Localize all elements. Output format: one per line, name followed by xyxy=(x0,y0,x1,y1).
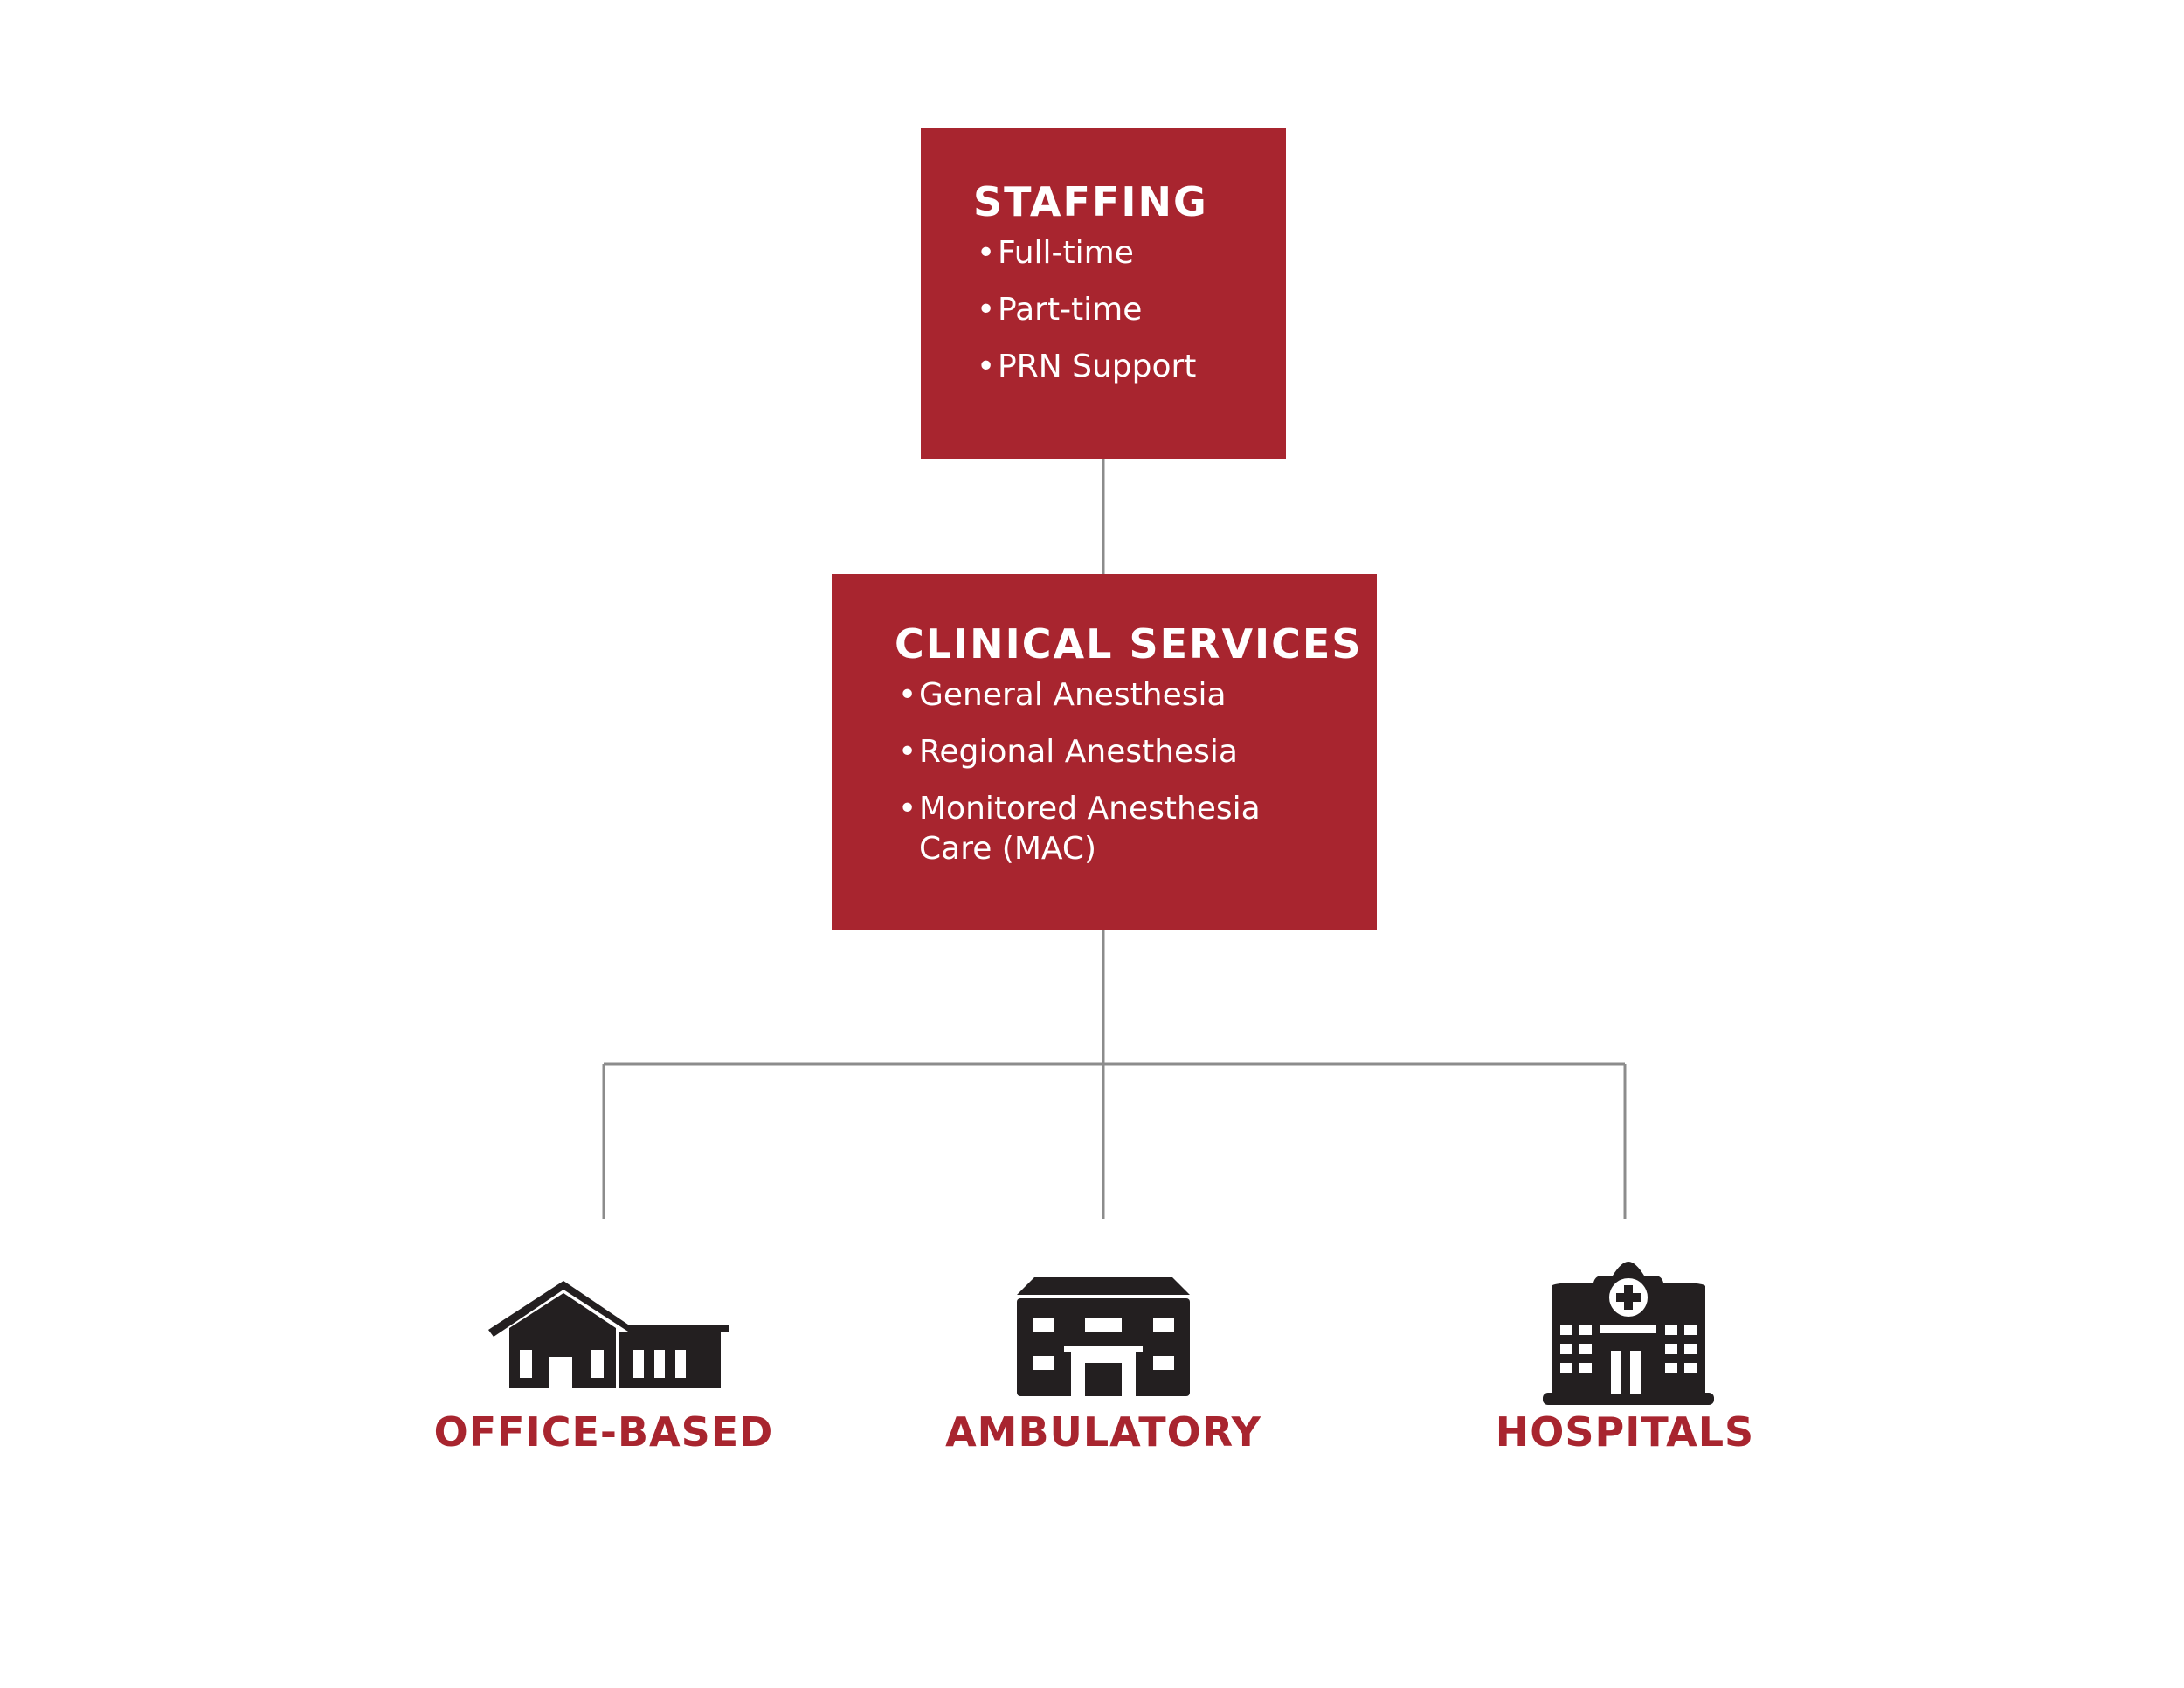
bullet-icon: • xyxy=(898,791,917,827)
staffing-item-label: PRN Support xyxy=(998,349,1197,384)
clinical-services-box: CLINICAL SERVICES •General Anesthesia •R… xyxy=(832,574,1377,930)
clinical-item-label: Monitored Anesthesia Care (MAC) xyxy=(919,791,1261,867)
staffing-item-label: Part-time xyxy=(998,292,1143,328)
clinical-services-title: CLINICAL SERVICES xyxy=(895,620,1363,668)
clinical-item-regional-anesthesia: •Regional Anesthesia xyxy=(895,732,1377,772)
category-ambulatory: AMBULATORY xyxy=(929,1258,1278,1485)
bullet-icon: • xyxy=(977,292,996,328)
category-label-hospitals: HOSPITALS xyxy=(1495,1408,1755,1456)
bullet-icon: • xyxy=(977,235,996,271)
staffing-item-label: Full-time xyxy=(998,235,1134,271)
clinical-services-list: •General Anesthesia •Regional Anesthesia… xyxy=(895,675,1377,869)
staffing-item-prn-support: •PRN Support xyxy=(973,347,1286,387)
clinical-item-mac: •Monitored Anesthesia Care (MAC) xyxy=(895,789,1377,869)
clinical-item-label: Regional Anesthesia xyxy=(919,734,1238,770)
category-hospitals: HOSPITALS xyxy=(1450,1258,1800,1485)
bullet-icon: • xyxy=(898,734,917,770)
building-icon xyxy=(1017,1277,1190,1396)
house-icon xyxy=(488,1281,729,1388)
staffing-box: STAFFING •Full-time •Part-time •PRN Supp… xyxy=(921,128,1286,459)
clinical-item-general-anesthesia: •General Anesthesia xyxy=(895,675,1377,716)
staffing-list: •Full-time •Part-time •PRN Support xyxy=(973,233,1286,387)
category-label-ambulatory: AMBULATORY xyxy=(945,1408,1261,1456)
clinical-item-label: General Anesthesia xyxy=(919,677,1227,713)
hospital-icon xyxy=(1543,1262,1714,1405)
category-office-based: OFFICE-BASED xyxy=(429,1258,778,1485)
staffing-item-full-time: •Full-time xyxy=(973,233,1286,273)
category-label-office-based: OFFICE-BASED xyxy=(433,1408,774,1456)
bullet-icon: • xyxy=(977,349,996,384)
staffing-item-part-time: •Part-time xyxy=(973,290,1286,330)
bullet-icon: • xyxy=(898,677,917,713)
staffing-title: STAFFING xyxy=(973,178,1208,225)
